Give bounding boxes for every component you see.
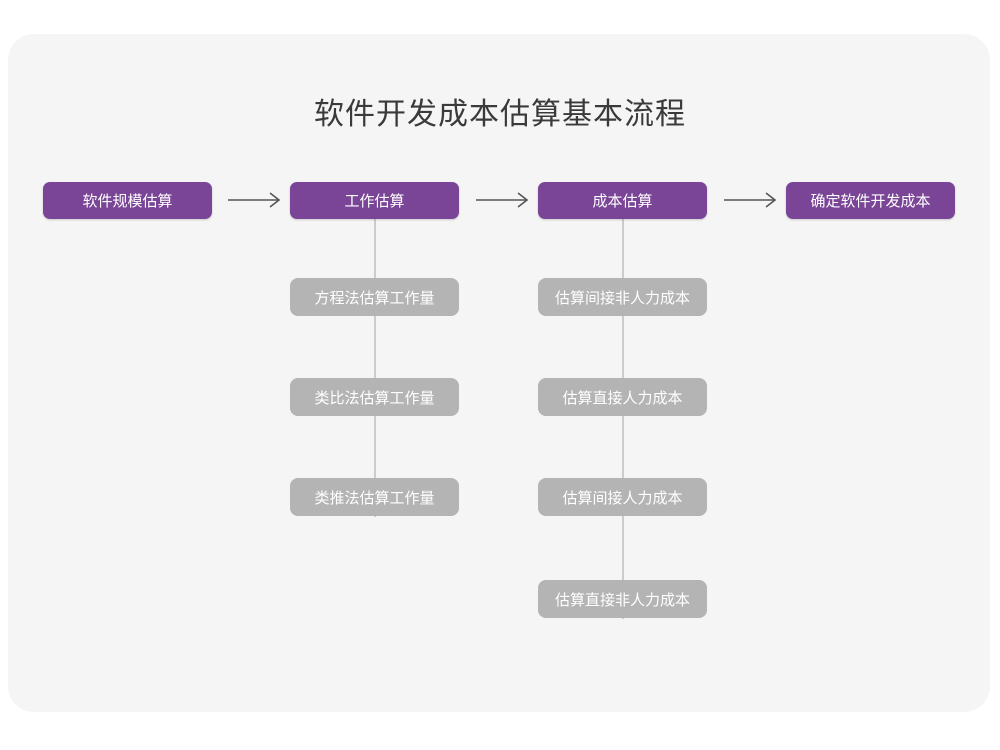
stage-node-label: 工作估算 [344,192,405,210]
substep-node-label: 估算间接人力成本 [562,488,683,507]
arrow-stage1-to-stage2 [228,190,286,212]
stage-node-software-size-estimation[interactable]: 软件规模估算 [43,182,212,219]
diagram-canvas [8,34,990,712]
substep-node-indirect-nonlabor-cost[interactable]: 估算间接非人力成本 [538,278,707,316]
arrow-stage3-to-stage4 [724,190,782,212]
substep-node-label: 估算直接人力成本 [562,388,683,407]
substep-node-equation-method-workload[interactable]: 方程法估算工作量 [290,278,459,316]
stage-node-label: 软件规模估算 [82,192,173,210]
substep-node-label: 类比法估算工作量 [314,388,435,407]
substep-node-label: 估算间接非人力成本 [554,288,690,307]
substep-node-label: 方程法估算工作量 [314,288,435,307]
substep-node-inference-method-workload[interactable]: 类推法估算工作量 [290,478,459,516]
stage-node-label: 确定软件开发成本 [810,192,931,210]
arrow-stage2-to-stage3 [476,190,534,212]
connector-rail-cost [622,219,624,619]
substep-node-indirect-labor-cost[interactable]: 估算间接人力成本 [538,478,707,516]
substep-node-direct-labor-cost[interactable]: 估算直接人力成本 [538,378,707,416]
stage-node-label: 成本估算 [592,192,653,210]
substep-node-label: 类推法估算工作量 [314,488,435,507]
stage-node-cost-estimation[interactable]: 成本估算 [538,182,707,219]
stage-node-work-estimation[interactable]: 工作估算 [290,182,459,219]
substep-node-direct-nonlabor-cost[interactable]: 估算直接非人力成本 [538,580,707,618]
substep-node-label: 估算直接非人力成本 [554,590,690,609]
stage-node-determine-development-cost[interactable]: 确定软件开发成本 [786,182,955,219]
substep-node-analogy-method-workload[interactable]: 类比法估算工作量 [290,378,459,416]
connector-rail-work [374,219,376,517]
page-title: 软件开发成本估算基本流程 [314,97,686,132]
